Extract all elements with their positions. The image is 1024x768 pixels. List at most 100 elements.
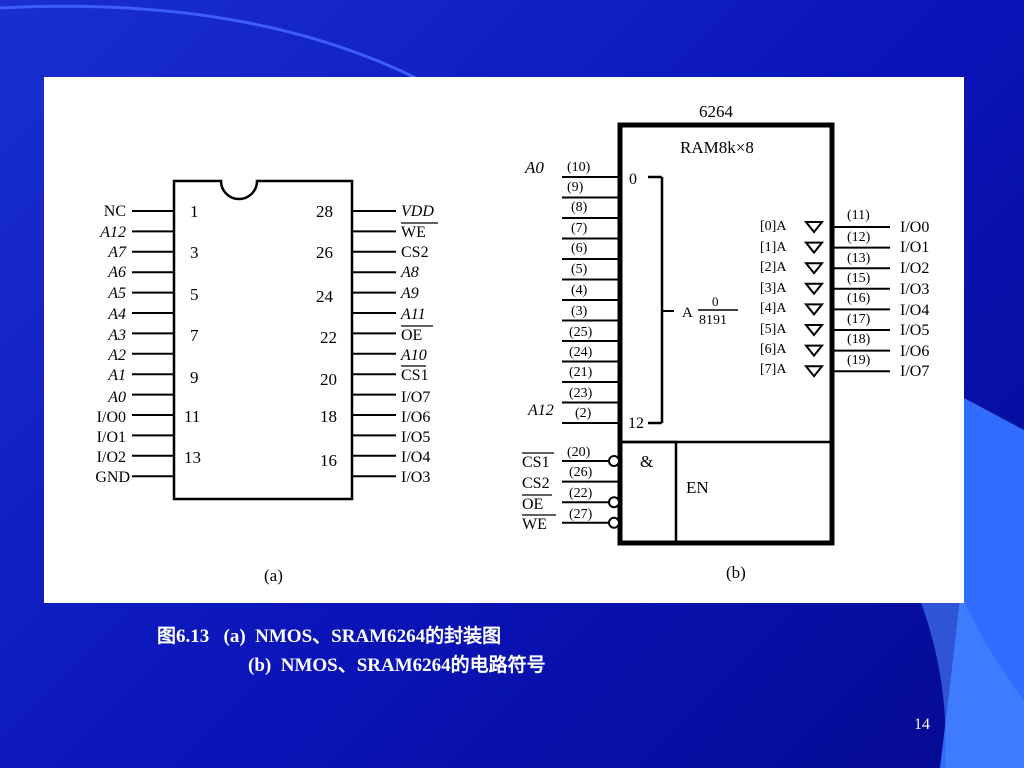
- data-io-label: I/O5: [900, 322, 929, 339]
- tristate-output-icon: [803, 241, 825, 255]
- address-range-bottom: 8191: [699, 313, 727, 328]
- control-label: CS2: [522, 475, 550, 492]
- dip-left-pin-label: A7: [107, 244, 127, 261]
- control-pin-number: (27): [569, 507, 593, 522]
- dip-right-pin-label: A10: [400, 347, 427, 364]
- dip-left-pin-label: I/O0: [97, 409, 126, 426]
- dip-left-pin-number: 13: [184, 448, 201, 467]
- data-io-label: I/O3: [900, 281, 929, 298]
- tristate-output-icon: [803, 282, 825, 296]
- tristate-output-icon: [803, 262, 825, 275]
- tristate-output-icon: [803, 303, 825, 317]
- data-line-label: [4]A: [760, 301, 787, 316]
- subfigure-a-label: (a): [264, 566, 283, 585]
- data-pin-number: (17): [847, 312, 871, 327]
- dip-right-pin-label: CS2: [401, 244, 429, 261]
- data-pin-number: (13): [847, 251, 871, 266]
- tristate-output-icon: [803, 221, 825, 234]
- dip-left-pin-label: A12: [99, 224, 126, 241]
- dip-right-pin-label: I/O6: [401, 409, 430, 426]
- dip-left-pin-number: 5: [190, 285, 199, 304]
- dip-left-pin-number: 1: [190, 202, 199, 221]
- tristate-output-icon: [803, 365, 825, 378]
- dip-left-pin-label: I/O1: [97, 429, 126, 446]
- control-label: OE: [522, 496, 543, 513]
- dip-right-pin-number: 20: [320, 370, 337, 389]
- dip-left-pin-label: I/O2: [97, 449, 126, 466]
- ram-symbol: 6264 RAM8k×8 & EN 0 12 A 0 8191 A0 A12 (…: [522, 102, 929, 582]
- data-io-label: I/O6: [900, 343, 929, 360]
- address-start: 0: [629, 171, 637, 188]
- dip-right-pin-label: WE: [401, 224, 426, 241]
- control-label: WE: [522, 516, 547, 533]
- subfigure-b-label: (b): [726, 563, 746, 582]
- top-arc-decoration: [0, 4, 421, 82]
- dip-right-pin-number: 22: [320, 328, 337, 347]
- dip-right-pin-label: A11: [400, 306, 426, 323]
- dip-left-pin-label: GND: [95, 469, 130, 486]
- address-pin-number: (8): [571, 200, 588, 215]
- data-line-label: [3]A: [760, 281, 787, 296]
- dip-right-pin-label: VDD: [401, 203, 434, 220]
- address-pin-number: (7): [571, 221, 588, 236]
- dip-right-pin-label: I/O7: [401, 389, 430, 406]
- address-range-label: A: [682, 305, 693, 321]
- dip-right-pin-label: OE: [401, 327, 422, 344]
- data-line-label: [2]A: [760, 260, 787, 275]
- dip-right-pin-label: A8: [400, 264, 419, 281]
- address-pin-number: (21): [569, 365, 593, 380]
- page-number: 14: [914, 716, 930, 733]
- dip-right-pin-label: I/O3: [401, 469, 430, 486]
- control-pin-number: (26): [569, 465, 593, 480]
- inversion-bubble-icon: [608, 516, 620, 529]
- dip-body: [172, 179, 354, 501]
- dip-left-pin-label: A4: [107, 306, 126, 323]
- dip-left-pin-label: A5: [107, 285, 126, 302]
- data-line-label: [1]A: [760, 240, 787, 255]
- caption-line-1: 图6.13 (a) NMOS、SRAM6264的封装图: [157, 626, 502, 647]
- dip-right-pin-number: 18: [320, 407, 337, 426]
- dip-left-pin-label: A6: [107, 264, 126, 281]
- data-io-label: I/O7: [900, 363, 929, 380]
- data-io-label: I/O1: [900, 239, 929, 256]
- address-pin-number: (10): [567, 160, 591, 175]
- dip-right-pin-number: 24: [316, 287, 334, 306]
- dip-right-leads: [352, 210, 396, 478]
- address-pin-number: (6): [571, 241, 588, 256]
- dip-right-pin-label: A9: [400, 285, 419, 302]
- control-leads: [562, 455, 620, 529]
- dip-right-pin-number: 26: [316, 243, 333, 262]
- data-leads: [803, 221, 890, 378]
- data-io-label: I/O2: [900, 260, 929, 277]
- data-line-label: [5]A: [760, 322, 787, 337]
- dip-right-pin-number: 16: [320, 451, 337, 470]
- figure-panel: NC A12 A7 A6 A5 A4 A3 A2 A1 A0 I/O0 I/O1…: [44, 77, 964, 603]
- enable-label: EN: [686, 478, 709, 497]
- caption-line-2: (b) NMOS、SRAM6264的电路符号: [248, 655, 546, 676]
- chip-type: RAM8k×8: [680, 138, 754, 157]
- address-pin-number: (9): [567, 180, 584, 195]
- dip-left-leads: [132, 210, 174, 478]
- data-pin-number: (11): [847, 208, 870, 223]
- dip-left-pin-label: NC: [104, 203, 126, 220]
- dip-left-pin-number: 3: [190, 243, 199, 262]
- data-pin-number: (16): [847, 291, 871, 306]
- data-io-label: I/O4: [900, 302, 929, 319]
- data-pin-number: (18): [847, 332, 871, 347]
- address-pin-number: (2): [575, 406, 592, 421]
- inversion-bubble-icon: [608, 455, 620, 467]
- address-pin-number: (5): [571, 262, 588, 277]
- address-leads: [562, 176, 620, 424]
- control-pin-number: (22): [569, 486, 593, 501]
- address-bottom-label: A12: [527, 402, 554, 419]
- figure-svg: NC A12 A7 A6 A5 A4 A3 A2 A1 A0 I/O0 I/O1…: [95, 102, 929, 585]
- right-wave-highlight: [920, 600, 1024, 768]
- chip-body: [617, 122, 835, 546]
- dip-left-pin-label: A3: [107, 327, 126, 344]
- control-pin-number: (20): [567, 445, 591, 460]
- dip-right-pin-label: I/O4: [401, 449, 430, 466]
- address-pin-number: (23): [569, 386, 593, 401]
- and-gate-label: &: [640, 452, 653, 471]
- dip-left-pin-number: 11: [184, 407, 200, 426]
